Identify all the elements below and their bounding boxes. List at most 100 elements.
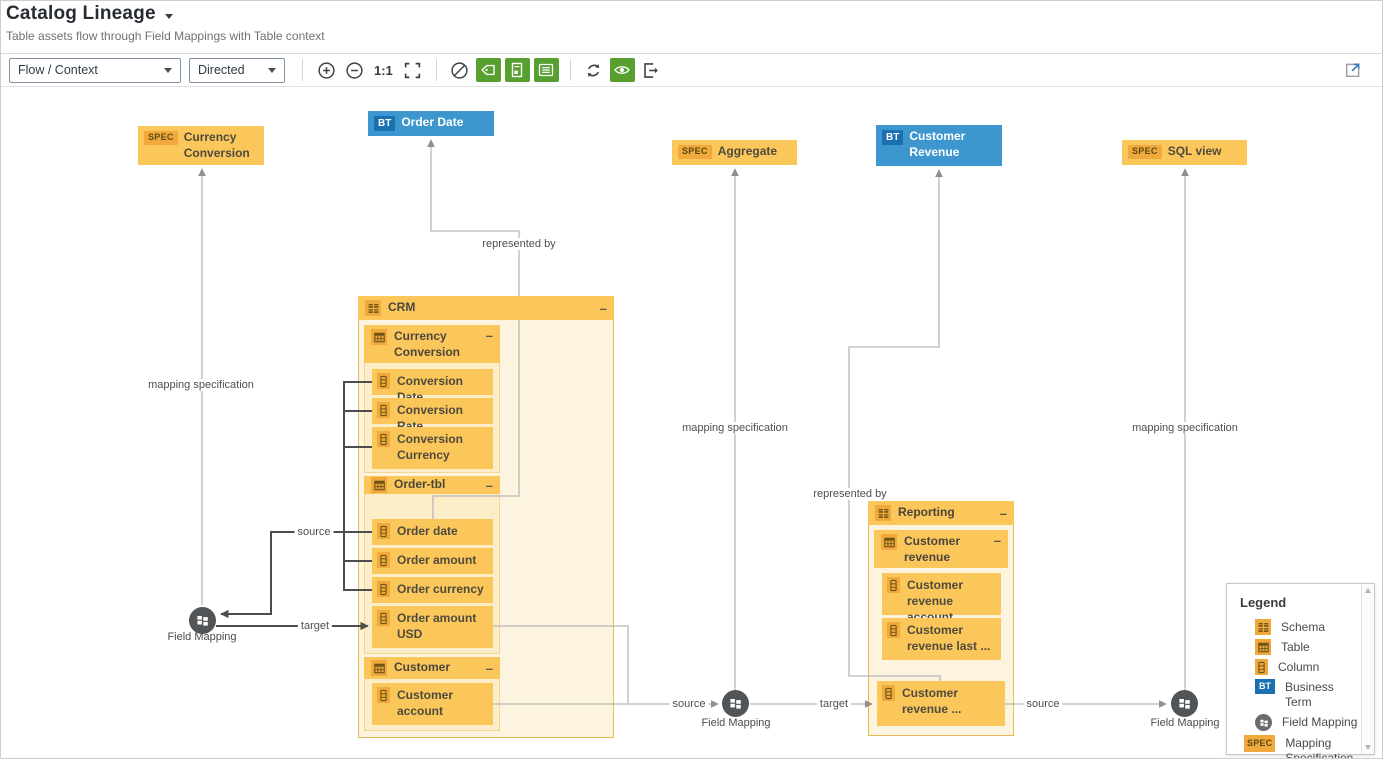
- collapse-button[interactable]: –: [599, 300, 607, 316]
- edge-label-mapping-specification: mapping specification: [1129, 422, 1241, 434]
- title-dropdown-caret-icon[interactable]: [164, 13, 173, 19]
- node-bt-customer-revenue[interactable]: BT Customer Revenue: [876, 125, 1002, 166]
- field-mapping-node-1[interactable]: [189, 607, 216, 634]
- edge-label-represented-by: represented by: [479, 238, 559, 250]
- report-view-button[interactable]: [504, 58, 530, 82]
- field-mapping-label: Field Mapping: [1150, 717, 1220, 729]
- chevron-down-icon: [164, 67, 172, 73]
- lineage-canvas[interactable]: SPEC Currency Conversion BT Order Date S…: [1, 88, 1382, 758]
- schema-icon: [365, 300, 381, 316]
- node-label: SQL view: [1167, 144, 1222, 158]
- spec-badge: SPEC: [1128, 145, 1162, 159]
- collapse-button[interactable]: –: [485, 477, 493, 493]
- table-label: Customer revenue: [904, 534, 961, 564]
- group-label: CRM: [388, 300, 416, 315]
- field-mapping-icon: [1255, 714, 1272, 731]
- collapse-button[interactable]: –: [999, 505, 1007, 521]
- legend-item-schema: Schema: [1227, 619, 1374, 635]
- collapse-button[interactable]: –: [485, 328, 493, 343]
- visibility-button[interactable]: [609, 58, 635, 82]
- page-header: Catalog Lineage Table assets flow throug…: [1, 1, 1382, 53]
- table-icon: [1255, 639, 1271, 655]
- business-term-icon: BT: [1255, 679, 1275, 694]
- column-icon: [377, 373, 390, 389]
- zoom-in-button[interactable]: [315, 59, 337, 81]
- table-header-currency-conversion[interactable]: Currency Conversion –: [364, 325, 500, 363]
- collapse-button[interactable]: –: [485, 660, 493, 676]
- direction-select[interactable]: Directed: [189, 57, 285, 83]
- field-mapping-icon: [727, 695, 744, 712]
- scroll-down-icon[interactable]: [1365, 745, 1371, 750]
- column-node-customer-account[interactable]: Customer account: [372, 683, 493, 725]
- table-header-customer[interactable]: Customer –: [364, 657, 500, 679]
- refresh-button[interactable]: [583, 59, 605, 81]
- edge-label-source: source: [669, 698, 709, 710]
- spec-badge: SPEC: [144, 131, 178, 145]
- table-header-customer-revenue[interactable]: Customer revenue –: [874, 530, 1008, 568]
- table-icon: [371, 660, 387, 676]
- legend-item-column: Column: [1227, 659, 1374, 675]
- column-node-conversion-currency[interactable]: Conversion Currency: [372, 427, 493, 469]
- tag-filter-button[interactable]: [475, 58, 501, 82]
- field-mapping-label: Field Mapping: [167, 631, 237, 643]
- column-node-customer-revenue-detached[interactable]: Customer revenue ...: [877, 681, 1005, 726]
- table-label: Customer: [394, 660, 451, 675]
- legend-title: Legend: [1240, 595, 1287, 610]
- edge-label-source: source: [294, 526, 334, 538]
- column-icon: [882, 685, 895, 701]
- column-icon: [1255, 659, 1268, 675]
- column-icon: [377, 523, 390, 539]
- list-view-button[interactable]: [533, 58, 559, 82]
- business-term-badge: BT: [882, 130, 904, 145]
- toolbar-separator: [302, 59, 303, 81]
- business-term-badge: BT: [374, 116, 396, 131]
- legend-item-mapping-specification: SPEC Mapping Specification: [1227, 735, 1374, 758]
- open-in-new-window-button[interactable]: [1341, 59, 1363, 81]
- legend-item-field-mapping: Field Mapping: [1227, 714, 1374, 731]
- column-node-order-amount-usd[interactable]: Order amount USD: [372, 606, 493, 648]
- column-node-order-currency[interactable]: Order currency: [372, 577, 493, 603]
- node-spec-currency-conversion[interactable]: SPEC Currency Conversion: [138, 126, 264, 166]
- diagram-toolbar: Flow / Context Directed 1:1: [1, 54, 1382, 87]
- collapse-button[interactable]: –: [993, 533, 1001, 548]
- edge-label-target: target: [297, 620, 333, 632]
- node-bt-order-date[interactable]: BT Order Date: [368, 111, 494, 136]
- field-mapping-node-2[interactable]: [722, 690, 749, 717]
- chevron-down-icon: [268, 67, 276, 73]
- view-mode-select[interactable]: Flow / Context: [9, 57, 181, 83]
- column-node-order-date[interactable]: Order date: [372, 519, 493, 545]
- column-node-customer-revenue-last[interactable]: Customer revenue last ...: [882, 618, 1001, 660]
- table-header-order-tbl[interactable]: Order-tbl –: [364, 476, 500, 494]
- zoom-out-button[interactable]: [343, 59, 365, 81]
- toolbar-separator: [435, 59, 437, 81]
- column-icon: [887, 622, 900, 638]
- table-icon: [881, 534, 897, 550]
- scroll-up-icon[interactable]: [1365, 588, 1371, 593]
- column-node-order-amount[interactable]: Order amount: [372, 548, 493, 574]
- column-icon: [377, 610, 390, 626]
- node-spec-aggregate[interactable]: SPEC Aggregate: [672, 140, 797, 165]
- fit-to-screen-button[interactable]: [402, 59, 424, 81]
- group-header-reporting[interactable]: Reporting –: [868, 501, 1014, 525]
- column-icon: [377, 552, 390, 568]
- compass-button[interactable]: [449, 59, 471, 81]
- exit-view-button[interactable]: [640, 59, 662, 81]
- node-label: Order Date: [401, 115, 464, 129]
- node-spec-sql-view[interactable]: SPEC SQL view: [1122, 140, 1247, 165]
- group-header-crm[interactable]: CRM –: [358, 296, 614, 320]
- column-node-customer-revenue-account[interactable]: Customer revenue account: [882, 573, 1001, 624]
- column-icon: [377, 402, 390, 418]
- page-subtitle: Table assets flow through Field Mappings…: [6, 29, 325, 43]
- field-mapping-icon: [194, 612, 211, 629]
- column-node-conversion-date[interactable]: Conversion Date: [372, 369, 493, 404]
- field-mapping-node-3[interactable]: [1171, 690, 1198, 717]
- legend-scrollbar[interactable]: [1361, 584, 1374, 754]
- schema-icon: [1255, 619, 1271, 635]
- legend-panel: Legend Schema Table Column BT Business T…: [1226, 583, 1375, 758]
- table-label: Currency Conversion: [394, 329, 461, 359]
- column-node-conversion-rate[interactable]: Conversion Rate: [372, 398, 493, 433]
- direction-value: Directed: [198, 63, 245, 77]
- edge-label-target: target: [816, 698, 852, 710]
- zoom-reset-button[interactable]: 1:1: [374, 62, 393, 78]
